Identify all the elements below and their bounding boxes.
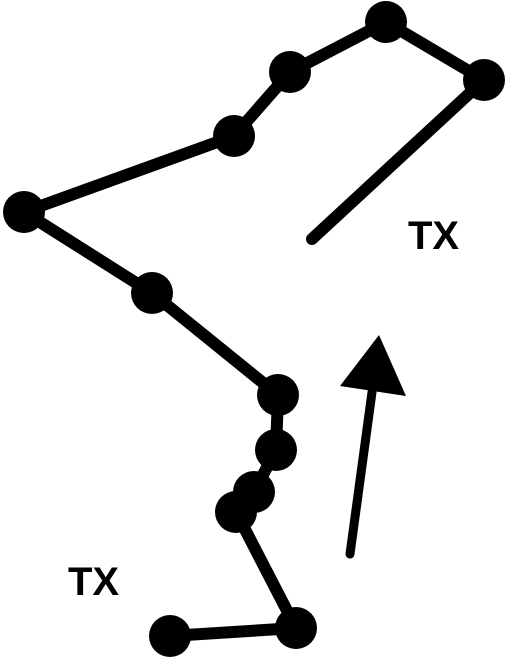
route-tail-segment: [306, 74, 490, 245]
arrow-up-icon-shaft: [345, 380, 378, 559]
waypoint: [233, 471, 275, 513]
waypoint: [213, 115, 255, 157]
start-label: TX: [68, 560, 120, 604]
route-waypoints: [3, 1, 505, 657]
waypoint: [131, 272, 173, 314]
direction-arrow: [340, 335, 406, 559]
waypoint: [463, 59, 505, 101]
route-path: [18, 16, 490, 642]
waypoint: [365, 1, 407, 43]
waypoint-start: [149, 615, 191, 657]
end-label: TX: [408, 214, 460, 258]
waypoint: [269, 51, 311, 93]
waypoint: [255, 429, 297, 471]
waypoint: [275, 607, 317, 649]
arrow-up-icon: [340, 335, 406, 396]
waypoint: [3, 191, 45, 233]
route-path-group: [18, 16, 490, 642]
waypoint: [257, 374, 299, 416]
